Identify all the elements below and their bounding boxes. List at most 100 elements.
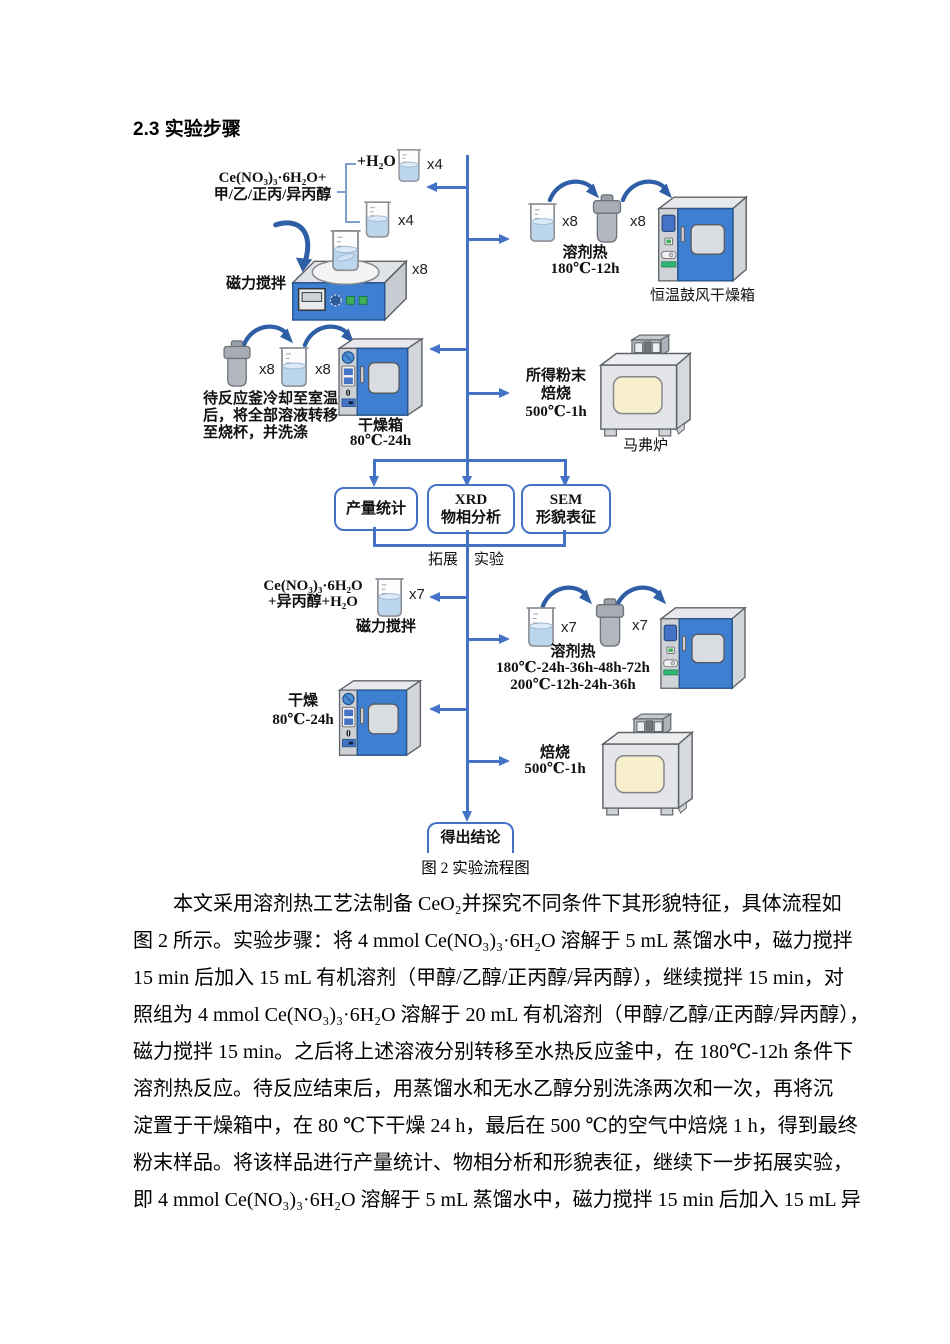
paragraph-line: 本文采用溶剂热工艺法制备 CeO₂并探究不同条件下其形貌特征，具体流程如 — [173, 893, 842, 915]
sem-box: SEM 形貌表征 — [521, 484, 611, 534]
beaker-icon — [524, 606, 558, 648]
arrow-line — [439, 596, 467, 599]
note-line1: 待反应釜冷却至室温 — [203, 391, 339, 407]
yield-box: 产量统计 — [334, 487, 418, 531]
connector-line — [564, 459, 567, 477]
paragraph-line: 溶剂热反应。待反应结束后，用蒸馏水和无水乙醇分别洗涤两次和一次，再将沉 — [133, 1078, 833, 1100]
trunk-line-top — [466, 155, 469, 462]
calcine-line3: 500℃-1h — [525, 404, 587, 420]
bracket-line — [337, 191, 345, 193]
count-label: x8 — [412, 261, 428, 278]
connector-line — [373, 459, 567, 462]
muffle-furnace-icon — [597, 334, 694, 437]
beaker-icon — [373, 577, 406, 618]
sem-box-sub: 形貌表征 — [535, 510, 596, 526]
vacuum-oven-icon — [334, 337, 427, 417]
reagent-line1: Ce(NO₃)₃·6H₂O+ — [218, 170, 327, 186]
process-label-2: 溶剂热 — [550, 644, 596, 660]
transfer-note: 待反应釜冷却至室温 后，将全部溶液转移 至烧杯，并洗涤 — [203, 391, 338, 442]
flowchart: Ce(NO₃)₃·6H₂O+ 甲/乙/正丙/异丙醇 +H₂O x4 x4 x8 … — [203, 0, 756, 853]
sem-box-title: SEM — [549, 492, 583, 508]
reagent2-line1: Ce(NO₃)₃·6H₂O — [263, 578, 363, 594]
oven-label: 干燥箱 — [357, 418, 403, 434]
paragraph-line: 图 2 所示。实验步骤：将 4 mmol Ce(NO₃)₃·6H₂O 溶解于 5… — [133, 930, 853, 952]
paragraph-line: 粉末样品。将该样品进行产量统计、物相分析和形貌表征，继续下一步拓展实验， — [133, 1152, 853, 1174]
calcine-line2: 焙烧 — [540, 386, 571, 402]
drying-oven-icon — [655, 195, 750, 283]
arrow-left-icon — [429, 704, 440, 714]
count-label: x4 — [398, 212, 414, 229]
autoclave-icon — [218, 340, 256, 388]
conclusion-box: 得出结论 — [427, 822, 514, 853]
dry-label: 干燥 — [287, 693, 318, 709]
arrow-line — [469, 238, 500, 241]
dry-condition: 80℃-24h — [272, 712, 334, 728]
arrow-down-icon — [560, 476, 570, 487]
xrd-box: XRD 物相分析 — [427, 484, 515, 534]
expand-label-left: 拓展 — [428, 552, 459, 568]
connector-line — [563, 530, 566, 547]
arrow-down-icon — [369, 476, 379, 487]
paragraph-line: 即 4 mmol Ce(NO₃)₃·6H₂O 溶解于 5 mL 蒸馏水中，磁力搅… — [133, 1189, 861, 1211]
process-condition-2a: 180℃-24h-36h-48h-72h — [496, 660, 650, 676]
arrow-right-icon — [499, 756, 510, 766]
connector-line — [373, 527, 376, 547]
trunk-line-bottom — [466, 530, 469, 812]
beaker-icon — [526, 202, 559, 243]
note-line3: 至烧杯，并洗涤 — [203, 425, 309, 441]
autoclave-icon — [590, 598, 630, 648]
arrow-line — [469, 392, 500, 395]
stirrer-label-2: 磁力搅拌 — [356, 619, 417, 635]
section-heading: 2.3 实验步骤 — [133, 119, 241, 140]
oven-label: 恒温鼓风干燥箱 — [650, 288, 756, 304]
calcine-condition-2: 500℃-1h — [524, 761, 586, 777]
arrow-right-icon — [499, 388, 510, 398]
process-condition: 180℃-12h — [550, 261, 620, 277]
connector-line — [373, 459, 376, 477]
arrow-right-icon — [499, 634, 510, 644]
paragraph-line: 15 min 后加入 15 mL 有机溶剂（甲醇/乙醇/正丙醇/异丙醇），继续搅… — [133, 967, 844, 989]
conclusion-label: 得出结论 — [440, 830, 501, 846]
count-label: x8 — [315, 361, 331, 378]
arrow-down-icon — [462, 811, 472, 822]
reagent-label-2: Ce(NO₃)₃·6H₂O +异丙醇+H₂O — [262, 578, 364, 610]
arrow-line — [436, 186, 467, 189]
body-paragraph: 本文采用溶剂热工艺法制备 CeO₂并探究不同条件下其形貌特征，具体流程如 图 2… — [133, 886, 869, 1219]
process-label: 溶剂热 — [562, 245, 608, 261]
arrow-line — [469, 760, 500, 763]
count-label: x7 — [561, 619, 577, 636]
beaker-icon — [277, 346, 311, 388]
stirrer-label: 磁力搅拌 — [226, 276, 287, 292]
bracket-line — [345, 163, 356, 165]
note-line2: 后，将全部溶液转移 — [203, 408, 339, 424]
arrow-left-icon — [429, 344, 440, 354]
xrd-box-title: XRD — [454, 492, 488, 508]
paragraph-line: 淀置于干燥箱中，在 80 ℃下干燥 24 h，最后在 500 ℃的空气中焙烧 1… — [133, 1115, 858, 1137]
drying-oven-icon — [657, 606, 749, 690]
figure-caption: 图 2 实验流程图 — [421, 860, 530, 877]
count-label: x8 — [562, 213, 578, 230]
arrow-right-icon — [499, 234, 510, 244]
arrow-line — [439, 708, 467, 711]
paragraph-line: 磁力搅拌 15 min。之后将上述溶液分别转移至水热反应釜中，在 180℃-12… — [133, 1041, 854, 1063]
count-label: x4 — [427, 156, 443, 173]
count-label: x8 — [630, 213, 646, 230]
curved-arrow-icon — [538, 582, 596, 608]
calcine-line1: 所得粉末 — [525, 368, 586, 384]
autoclave-icon — [587, 194, 627, 244]
arrow-line — [469, 638, 500, 641]
water-label: +H₂O — [357, 153, 396, 170]
beaker-icon — [395, 147, 423, 184]
connector-line — [373, 544, 566, 547]
bracket-line — [345, 163, 347, 222]
count-label: x8 — [259, 361, 275, 378]
furnace-label: 马弗炉 — [622, 438, 668, 454]
vacuum-oven-icon — [334, 679, 426, 757]
arrow-left-icon — [426, 182, 437, 192]
muffle-furnace-icon — [599, 712, 696, 817]
yield-box-label: 产量统计 — [345, 501, 406, 517]
arrow-line — [439, 348, 467, 351]
reagent-line2: 甲/乙/正丙/异丙醇 — [213, 187, 332, 204]
process-condition-2b: 200℃-12h-24h-36h — [510, 677, 636, 693]
